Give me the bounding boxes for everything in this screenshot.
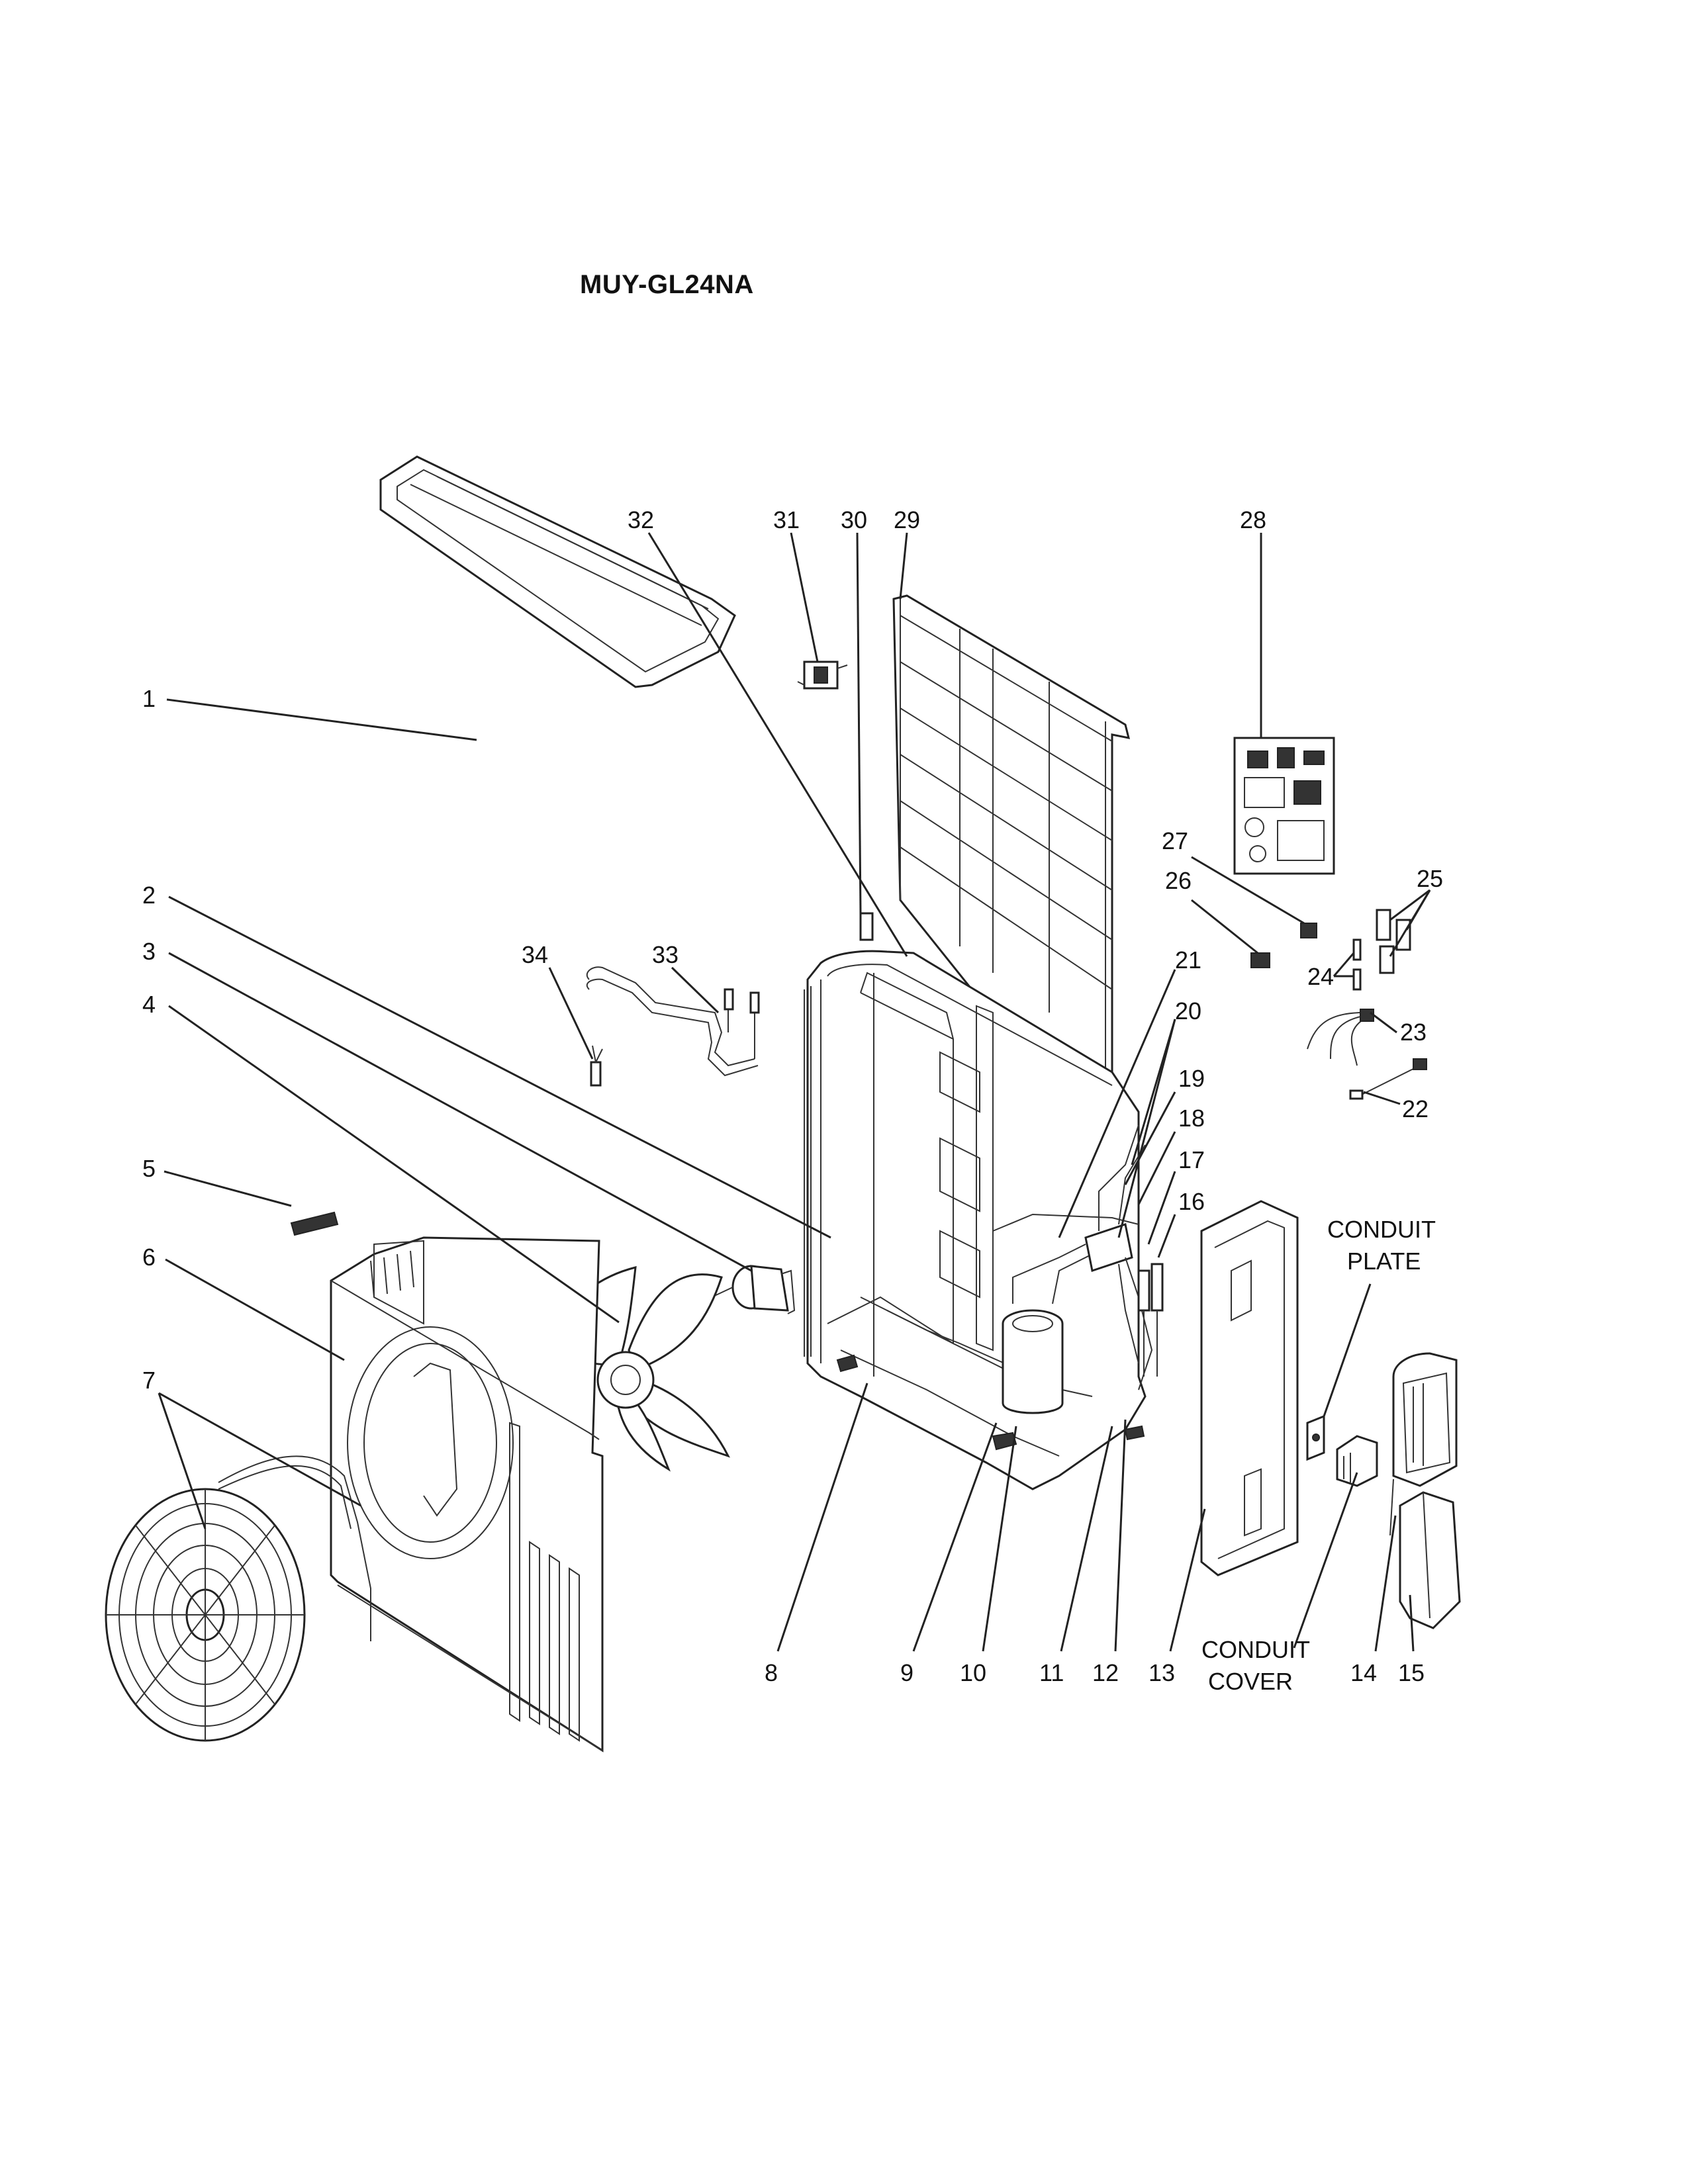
part-bracket-30 — [859, 912, 874, 941]
label-13: 13 — [1149, 1659, 1175, 1686]
label-12: 12 — [1092, 1659, 1119, 1686]
label-33: 33 — [652, 941, 679, 968]
part-base-feet — [836, 1354, 1145, 1451]
part-conduit-cover — [1336, 1435, 1378, 1487]
label-15: 15 — [1398, 1659, 1425, 1686]
label-18: 18 — [1178, 1105, 1205, 1132]
part-top-panel — [379, 455, 736, 688]
part-four-way-valve — [1084, 1124, 1153, 1390]
part-reactor — [797, 660, 848, 690]
part-screw-14 — [1389, 1479, 1394, 1536]
label-9: 9 — [900, 1659, 914, 1686]
label-11: 11 — [1039, 1659, 1064, 1686]
part-connectors-26-27 — [1250, 923, 1317, 968]
part-conduit-plate — [1306, 1414, 1325, 1461]
label-34: 34 — [522, 941, 548, 968]
part-thermistor-22 — [1349, 1058, 1427, 1100]
part-fuses-24 — [1352, 938, 1362, 991]
label-32: 32 — [628, 506, 654, 533]
label-4: 4 — [142, 991, 156, 1018]
part-heat-exchanger-coil — [804, 986, 812, 1357]
diagram-title: MUY-GL24NA — [580, 270, 754, 299]
label-conduit-cover-2: COVER — [1208, 1668, 1293, 1695]
label-24: 24 — [1307, 963, 1334, 990]
part-rear-grille — [892, 594, 1131, 1168]
part-compressor — [1002, 1244, 1100, 1414]
part-side-panel — [1200, 1200, 1299, 1576]
label-25: 25 — [1417, 865, 1443, 892]
label-29: 29 — [894, 506, 920, 533]
label-23: 23 — [1400, 1019, 1427, 1046]
part-labels: 1 2 3 4 5 6 7 8 9 10 11 12 13 14 15 16 1… — [142, 506, 1443, 1695]
part-thermistor-34 — [590, 1045, 603, 1087]
label-22: 22 — [1402, 1095, 1429, 1122]
part-valves-16-17 — [1137, 1263, 1164, 1377]
label-3: 3 — [142, 938, 156, 965]
label-conduit-cover-1: CONDUIT — [1201, 1636, 1310, 1663]
part-valve-cover — [1399, 1491, 1461, 1629]
label-17: 17 — [1178, 1146, 1205, 1173]
label-26: 26 — [1165, 867, 1192, 894]
part-propeller-fan — [555, 1266, 730, 1472]
part-front-panel — [330, 1236, 604, 1752]
label-6: 6 — [142, 1244, 156, 1271]
label-31: 31 — [773, 506, 800, 533]
label-5: 5 — [142, 1155, 156, 1182]
part-fan-motor — [711, 1265, 796, 1314]
label-30: 30 — [841, 506, 867, 533]
part-control-board — [1233, 737, 1335, 875]
part-terminals-25 — [1376, 909, 1411, 974]
part-thermistor-23 — [1307, 1009, 1374, 1066]
label-19: 19 — [1178, 1065, 1205, 1092]
label-21: 21 — [1175, 946, 1201, 974]
leader-lines — [158, 532, 1431, 1652]
label-10: 10 — [960, 1659, 986, 1686]
label-27: 27 — [1162, 827, 1188, 854]
label-conduit-plate-1: CONDUIT — [1327, 1216, 1436, 1243]
part-pipe-33 — [586, 966, 760, 1077]
label-16: 16 — [1178, 1188, 1205, 1215]
part-service-panel — [1392, 1352, 1458, 1487]
part-handle-5 — [290, 1211, 339, 1236]
label-7: 7 — [142, 1367, 156, 1394]
label-conduit-plate-2: PLATE — [1347, 1248, 1421, 1275]
part-fan-guard — [105, 1455, 371, 1742]
label-14: 14 — [1350, 1659, 1377, 1686]
label-1: 1 — [142, 685, 156, 712]
label-2: 2 — [142, 882, 156, 909]
label-28: 28 — [1240, 506, 1266, 533]
label-8: 8 — [765, 1659, 778, 1686]
label-20: 20 — [1175, 997, 1201, 1024]
